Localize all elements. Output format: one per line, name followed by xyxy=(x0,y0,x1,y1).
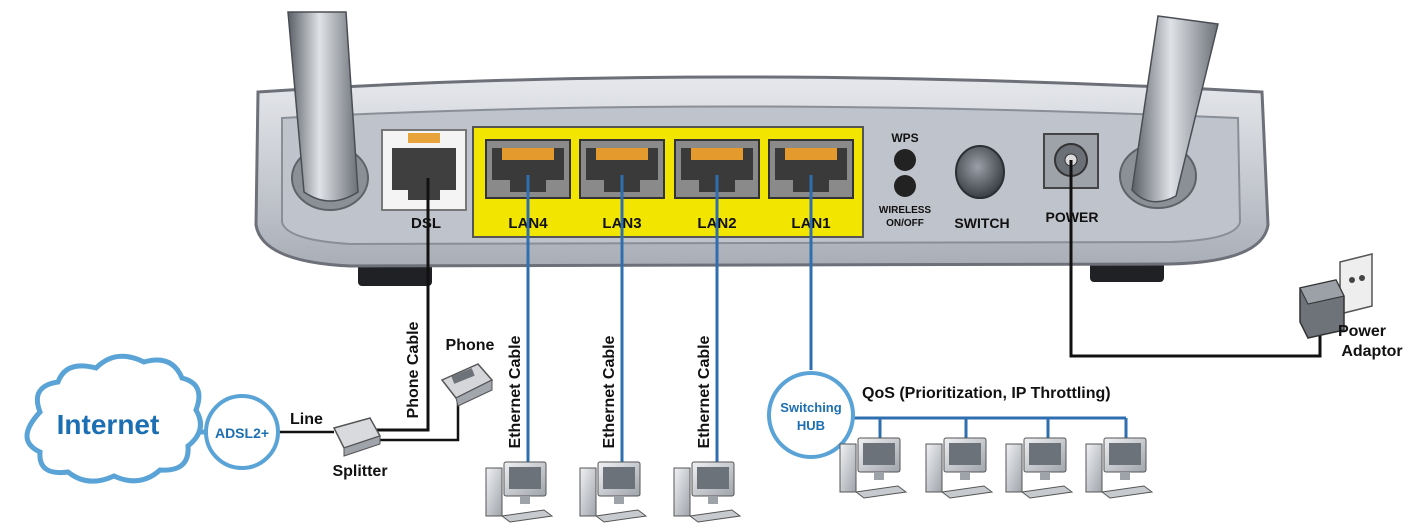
phone: Phone xyxy=(440,337,495,407)
splitter: Splitter xyxy=(332,417,388,480)
wireless-label-line2: ON/OFF xyxy=(886,218,924,229)
pc-hub-1-computer-icon xyxy=(839,437,908,499)
ethernet-cable-label-lan4: Ethernet Cable xyxy=(507,335,524,448)
dsl-port[interactable] xyxy=(392,148,456,200)
internet-label: Internet xyxy=(57,409,160,440)
phone-extension-cable xyxy=(372,402,460,442)
antenna-left xyxy=(287,11,359,202)
antenna-right xyxy=(1131,15,1219,203)
wireless-label-line1: WIRELESS xyxy=(879,205,932,216)
phone-cable xyxy=(372,178,430,432)
pc-hub-4-computer-icon xyxy=(1085,437,1154,499)
switching-hub: Switching HUB xyxy=(767,371,855,459)
lan2-port[interactable] xyxy=(674,139,760,199)
hub-label-line1: Switching xyxy=(780,400,841,415)
phone-label: Phone xyxy=(446,337,495,354)
internet-cloud: Internet xyxy=(24,353,203,484)
router: DSL LAN4 LAN3 LAN2 LAN1 WPS xyxy=(254,11,1270,286)
computers xyxy=(485,437,1154,523)
qos-label: QoS (Prioritization, IP Throttling) xyxy=(862,385,1111,402)
power-adaptor: Power Adaptor xyxy=(1299,253,1403,360)
hub-label-line2: HUB xyxy=(797,418,825,433)
pc-lan4-computer-icon xyxy=(485,461,554,523)
switch-label: SWITCH xyxy=(954,215,1009,231)
ethernet-cable-label-lan3: Ethernet Cable xyxy=(601,335,618,448)
line-label: Line xyxy=(290,411,323,428)
power-adaptor-label-line1: Power xyxy=(1338,323,1386,340)
wps-button[interactable] xyxy=(894,149,916,171)
wps-label: WPS xyxy=(891,131,918,145)
pc-hub-3-computer-icon xyxy=(1005,437,1074,499)
adsl-label: ADSL2+ xyxy=(215,425,269,441)
ethernet-cable-label-lan2: Ethernet Cable xyxy=(696,335,713,448)
splitter-label: Splitter xyxy=(332,463,387,480)
pc-lan2-computer-icon xyxy=(673,461,742,523)
phone-cable-label: Phone Cable xyxy=(405,321,422,418)
switch-button[interactable] xyxy=(955,145,1005,199)
pc-lan3-computer-icon xyxy=(579,461,648,523)
adsl-node: ADSL2+ xyxy=(204,394,280,470)
pc-hub-2-computer-icon xyxy=(925,437,994,499)
power-adaptor-label-line2: Adaptor xyxy=(1341,343,1402,360)
lan1-port[interactable] xyxy=(768,139,854,199)
wireless-button[interactable] xyxy=(894,175,916,197)
lan4-port[interactable] xyxy=(485,139,571,199)
dsl-port-label: DSL xyxy=(411,215,441,232)
dsl-port-contacts xyxy=(408,133,440,143)
